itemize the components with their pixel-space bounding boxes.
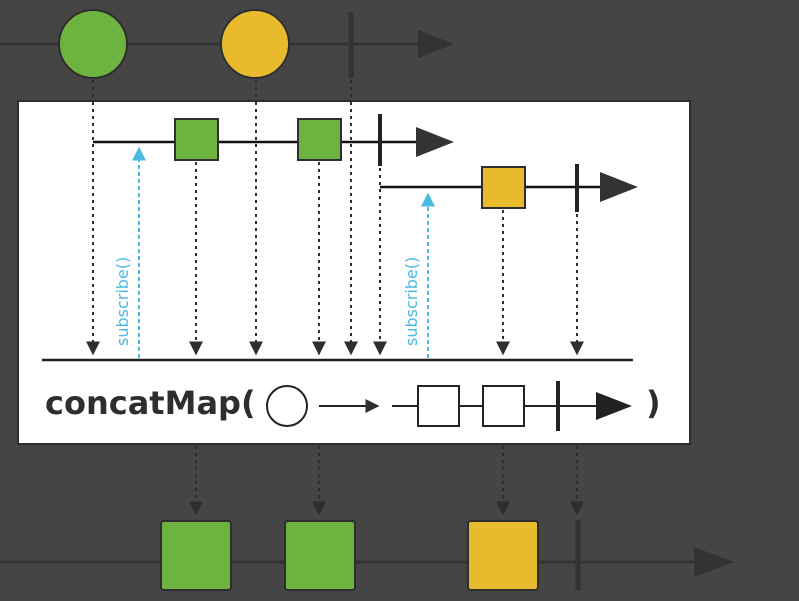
signature-square-1	[417, 385, 460, 427]
output-item-yellow	[467, 520, 539, 591]
source-timeline	[0, 9, 454, 79]
operator-close-paren: )	[646, 384, 661, 422]
signature-square-2	[482, 385, 525, 427]
inner-stream-green-arrow	[416, 127, 454, 157]
inner-yellow-square	[481, 166, 526, 209]
inner-green-square-1	[174, 118, 219, 161]
source-item-yellow-circle	[220, 9, 290, 79]
output-timeline-arrow	[694, 547, 734, 577]
source-item-green-circle	[58, 9, 128, 79]
output-item-green-2	[284, 520, 356, 591]
subscribe-label-1: subscribe()	[113, 257, 132, 346]
subscribe-label-2: subscribe()	[402, 257, 421, 346]
operator-panel: subscribe() subscribe() concatMap( )	[17, 100, 691, 445]
output-timeline	[0, 520, 734, 591]
output-drop-arrows	[189, 446, 584, 516]
inner-stream-yellow	[380, 164, 638, 212]
inner-stream-green	[93, 114, 454, 166]
output-item-green-1	[160, 520, 232, 591]
signature-circle	[266, 385, 308, 427]
source-timeline-arrow	[418, 30, 454, 58]
inner-stream-yellow-arrow	[600, 172, 638, 202]
operator-label: concatMap(	[45, 384, 256, 422]
signature-stream-arrow	[596, 392, 632, 420]
operator-signature	[266, 381, 632, 431]
inner-green-square-2	[297, 118, 342, 161]
